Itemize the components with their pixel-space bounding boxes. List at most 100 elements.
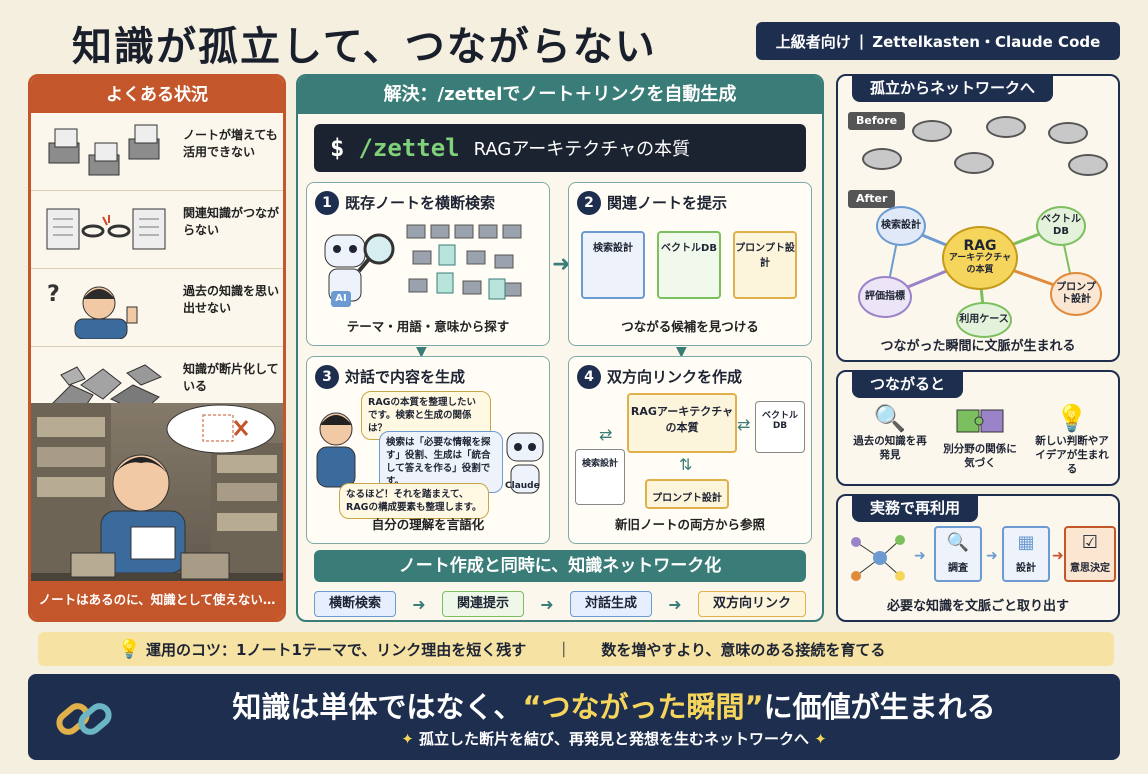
node-rag-core-line3: の本質 xyxy=(966,265,994,275)
node-rag-core-line2: アーキテクチャ xyxy=(948,253,1012,263)
network-title: 孤立からネットワークへ xyxy=(852,74,1054,102)
reuse-step-research: 🔍 調査 xyxy=(934,526,982,582)
step-3-dialogue: 3 対話で内容を生成 Claude RAGの本質を整理したいです。検索と生成の関… xyxy=(306,356,550,544)
isolated-note-icon xyxy=(862,148,902,170)
bidirectional-arrow-icon: ⇄ xyxy=(737,415,751,434)
step-1-search: 1 既存ノートを横断検索 AI テーマ・用語・意味から探す xyxy=(306,182,550,346)
checklist-icon: ☑ xyxy=(1081,532,1099,553)
sparkle-icon: ✦ xyxy=(401,730,419,748)
lightbulb-icon: 💡 xyxy=(118,638,141,660)
bidirectional-arrow-icon: ⇅ xyxy=(679,455,693,474)
isolated-note-icon xyxy=(1048,122,1088,144)
isolated-note-icon xyxy=(1068,154,1108,176)
puzzle-icon xyxy=(956,409,1004,433)
solution-panel: 解決：/zettelでノート＋リンクを自動生成 $ /zettel RAGアーキ… xyxy=(296,74,824,622)
card-prompt-design: プロンプト設計 xyxy=(733,231,797,299)
benefits-title: つながると xyxy=(852,370,964,398)
reuse-step-decision: ☑ 意思決定 xyxy=(1064,526,1116,582)
audience-tag: 上級者向け | Zettelkasten・Claude Code xyxy=(756,22,1120,60)
scattered-notes-icon xyxy=(48,124,160,176)
node-rag-core-title: RAG xyxy=(963,238,997,254)
network-graph-icon xyxy=(851,535,905,581)
step-4-backlinks: 4 双方向リンクを作成 RAGアーキテクチャの本質 ベクトルDB 検索設計 プロ… xyxy=(568,356,812,544)
solution-title: 解決：/zettelでノート＋リンクを自動生成 xyxy=(298,76,822,114)
sparkle-icon: ✦ xyxy=(809,730,827,748)
step-number: 3 xyxy=(315,365,339,389)
situation-item-forgotten: ? 過去の知識を思い出せない xyxy=(31,269,283,347)
step-caption: 自分の理解を言語化 xyxy=(371,517,485,532)
situation-item-unused-notes: ノートが増えても活用できない xyxy=(31,113,283,191)
process-flow: 横断検索 ➜ 関連提示 ➜ 対話生成 ➜ 双方向リンク xyxy=(314,590,806,618)
card-prompt-design: プロンプト設計 xyxy=(645,479,729,509)
arrow-down-icon: ▼ xyxy=(416,344,427,360)
magnifier-icon: 🔍 xyxy=(946,532,970,553)
node-use-cases: 利用ケース xyxy=(956,302,1012,338)
terminal-prompt: $ xyxy=(330,134,345,162)
isolated-note-icon xyxy=(954,152,994,174)
benefit-relations: 別分野の関係に気づく xyxy=(942,404,1018,470)
flow-step-search: 横断検索 xyxy=(314,591,397,617)
reuse-step-label: 調査 xyxy=(948,563,968,574)
card-search-design: 検索設計 xyxy=(575,449,625,505)
step-caption: 新旧ノートの両方から参照 xyxy=(614,517,765,532)
benefit-ideas: 💡 新しい判断やアイデアが生まれる xyxy=(1032,404,1112,476)
benefits-panel: つながると 🔍 過去の知識を再発見 別分野の関係に気づく 💡 新しい判断やアイデ… xyxy=(836,370,1120,486)
situation-label: 知識が断片化している xyxy=(183,362,279,393)
step-number: 4 xyxy=(577,365,601,389)
arrow-right-icon: ➜ xyxy=(1052,548,1064,564)
tools-tag: Zettelkasten・Claude Code xyxy=(872,32,1101,51)
tip-divider: ｜ xyxy=(556,640,572,659)
situation-label: 関連知識がつながらない xyxy=(183,206,280,237)
arrow-down-icon: ▼ xyxy=(676,344,687,360)
situation-label: ノートが増えても活用できない xyxy=(183,128,278,159)
conclusion-subline: ✦ 孤立した断片を結び、再発見と発想を生むネットワークへ ✦ xyxy=(124,728,1104,749)
arrow-right-icon: ➜ xyxy=(540,594,554,614)
after-label: After xyxy=(848,190,896,208)
arrow-right-icon: ➜ xyxy=(986,548,998,564)
headline-part-2: に価値が生まれる xyxy=(763,690,996,724)
benefit-label: 別分野の関係に気づく xyxy=(943,443,1017,469)
reuse-caption: 必要な知識を文脈ごと取り出す xyxy=(886,599,1069,614)
benefit-label: 過去の知識を再発見 xyxy=(853,435,927,461)
lightbulb-icon: 💡 xyxy=(1055,404,1089,434)
terminal-command: $ /zettel RAGアーキテクチャの本質 xyxy=(314,124,806,172)
reuse-step-design: ▦ 設計 xyxy=(1002,526,1050,582)
step-number: 2 xyxy=(577,191,601,215)
arrow-right-icon: ➜ xyxy=(412,594,426,614)
headline-part-1: 知識は単体ではなく、 xyxy=(232,690,523,724)
step-caption: つながる候補を見つける xyxy=(621,319,759,334)
node-rag-core: RAG アーキテクチャ の本質 xyxy=(942,226,1018,290)
card-vector-db: ベクトルDB xyxy=(657,231,721,299)
benefit-label: 新しい判断やアイデアが生まれる xyxy=(1035,435,1109,475)
claude-robot-icon xyxy=(506,432,544,494)
flow-step-suggest: 関連提示 xyxy=(441,591,524,617)
common-situations-panel: よくある状況 ノートが増えても活用できない 関連知識がつながらない ? xyxy=(28,74,286,622)
command-topic: RAGアーキテクチャの本質 xyxy=(473,139,691,160)
tip-bar: 💡 運用のコツ： 1ノート1テーマで、リンク理由を短く残す ｜ 数を増やすより、… xyxy=(38,632,1114,666)
conclusion-sub-text: 孤立した断片を結び、再発見と発想を生むネットワークへ xyxy=(418,730,809,748)
headline-highlight: “つながった瞬間” xyxy=(522,690,764,724)
chat-bubble-assistant: 検索は「必要な情報を探す」役割、生成は「統合して答えを作る」役割です。 xyxy=(379,431,503,493)
tip-text-1: 1ノート1テーマで、リンク理由を短く残す xyxy=(236,640,527,659)
node-search-design: 検索設計 xyxy=(876,206,926,246)
isolated-note-icon xyxy=(986,116,1026,138)
user-avatar-icon xyxy=(316,412,356,488)
isolated-note-icon xyxy=(912,120,952,142)
confused-person-icon: ? xyxy=(47,282,138,339)
arrow-right-icon: ➜ xyxy=(914,548,926,564)
step-title: 双方向リンクを作成 xyxy=(607,368,743,386)
node-vector-db: ベクトルDB xyxy=(1036,206,1086,246)
situation-item-disconnected: 関連知識がつながらない xyxy=(31,191,283,269)
level-tag: 上級者向け xyxy=(775,32,851,51)
bidirectional-arrow-icon: ⇄ xyxy=(599,425,613,444)
benefit-rediscover: 🔍 過去の知識を再発見 xyxy=(852,404,928,462)
flow-step-dialogue: 対話生成 xyxy=(569,591,652,617)
magnifier-icon: 🔍 xyxy=(873,404,907,434)
card-search-design: 検索設計 xyxy=(581,231,645,299)
common-situations-title: よくある状況 xyxy=(31,77,283,113)
tip-text-2: 数を増やすより、意味のある接続を育てる xyxy=(601,640,886,659)
network-panel: 孤立からネットワークへ Before After 検索設計 ベクトルDB 評価指… xyxy=(836,74,1120,362)
arrow-right-icon: ➜ xyxy=(552,252,571,277)
tip-prefix: 運用のコツ： xyxy=(146,640,237,659)
step-title: 対話で内容を生成 xyxy=(345,368,466,386)
